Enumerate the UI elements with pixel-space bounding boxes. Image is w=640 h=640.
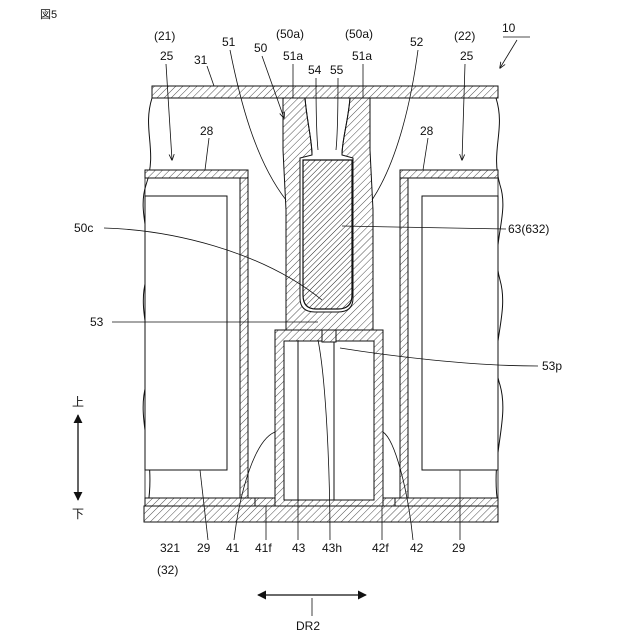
label-50: 50: [254, 41, 268, 55]
label-53: 53: [90, 315, 104, 329]
left-coil-29: [145, 196, 227, 470]
label-321: 321: [160, 541, 180, 555]
right-frame-side: [400, 178, 408, 498]
label-50c: 50c: [74, 221, 93, 235]
label-42: 42: [410, 541, 424, 555]
label-21: (21): [154, 29, 175, 43]
label-51a-left: 51a: [283, 49, 303, 63]
tab-53p: [322, 330, 336, 342]
flange-42f: [383, 498, 395, 506]
lower-pipe-43: [258, 330, 390, 506]
label-41f: 41f: [255, 541, 272, 555]
label-dr2: DR2: [296, 619, 320, 633]
label-41: 41: [226, 541, 240, 555]
label-51a-right: 51a: [352, 49, 372, 63]
label-up: 上: [72, 395, 84, 409]
label-51: 51: [222, 35, 236, 49]
label-10: 10: [502, 21, 516, 35]
label-52: 52: [410, 35, 424, 49]
left-frame-side: [240, 178, 248, 498]
top-plate-31: [152, 86, 498, 98]
label-25-left: 25: [160, 49, 174, 63]
right-frame-top: [400, 170, 498, 178]
label-43: 43: [292, 541, 306, 555]
label-43h: 43h: [322, 541, 342, 555]
left-frame-top: [145, 170, 248, 178]
right-coil-29: [422, 196, 498, 470]
figure-title: 図5: [40, 8, 57, 21]
label-28-left: 28: [200, 124, 214, 138]
flange-41f: [255, 498, 275, 506]
label-25-right: 25: [460, 49, 474, 63]
label-50a-right: (50a): [345, 27, 373, 41]
label-31: 31: [194, 53, 208, 67]
label-29-left: 29: [197, 541, 211, 555]
label-42f: 42f: [372, 541, 389, 555]
bottom-plate-321: [144, 506, 498, 522]
label-54: 54: [308, 63, 322, 77]
label-28-right: 28: [420, 124, 434, 138]
label-63: 63(632): [508, 222, 549, 236]
label-53p: 53p: [542, 359, 562, 373]
label-55: 55: [330, 63, 344, 77]
label-29-right: 29: [452, 541, 466, 555]
left-frame-bottom: [145, 498, 255, 506]
label-22: (22): [454, 29, 475, 43]
label-32: (32): [157, 563, 178, 577]
right-frame-bottom: [393, 498, 498, 506]
magnet-63: [303, 160, 352, 309]
label-50a-left: (50a): [276, 27, 304, 41]
label-down: 下: [72, 507, 84, 521]
